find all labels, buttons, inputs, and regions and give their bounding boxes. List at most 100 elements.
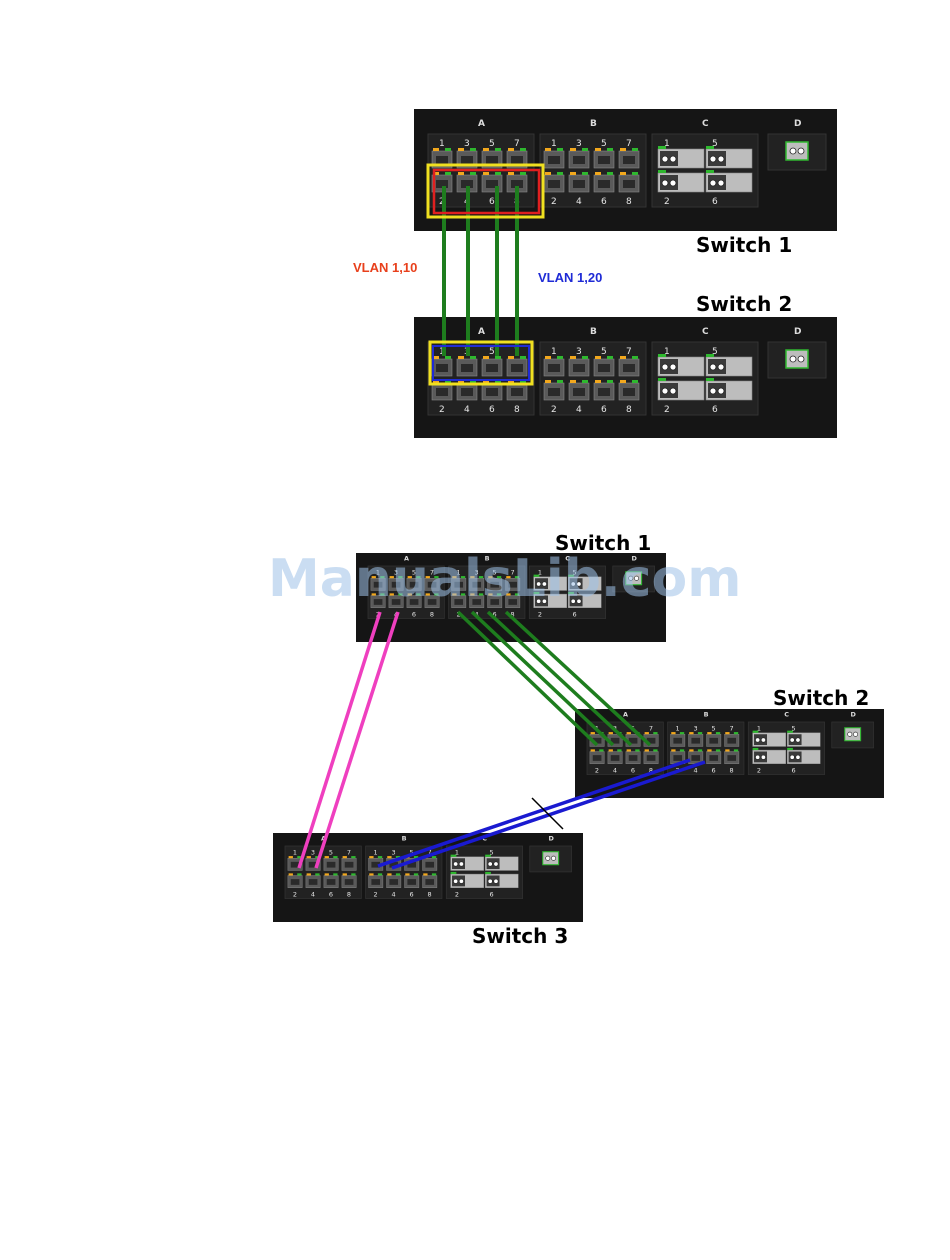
port-socket (573, 364, 585, 372)
fiber-core (797, 355, 805, 363)
sfp-port (705, 354, 753, 377)
fiber-core (453, 878, 459, 884)
sfp-port (705, 146, 753, 169)
led-orange (506, 576, 511, 579)
port-number: 6 (712, 197, 718, 207)
sfp-cage (788, 751, 802, 763)
port-number: 1 (439, 139, 445, 149)
port-number: 3 (576, 139, 582, 149)
led-orange (570, 356, 576, 359)
rj45-port (643, 749, 659, 764)
green-cable (504, 610, 652, 747)
fiber-core (755, 737, 761, 743)
led-orange (725, 732, 730, 735)
rj45-port (469, 576, 485, 591)
port-number: 4 (576, 197, 582, 207)
module-body (448, 565, 526, 619)
module-body (528, 565, 606, 619)
rj45-port (370, 576, 386, 591)
module-body (831, 721, 874, 749)
port-number: 7 (626, 139, 632, 149)
port-number: 6 (791, 766, 795, 774)
led-orange (483, 172, 489, 175)
port-socket (623, 364, 635, 372)
switch-2-label: Switch 2 (773, 686, 869, 710)
port-number: 3 (311, 849, 315, 857)
port-socket (511, 156, 523, 164)
rj45-port (618, 172, 640, 193)
led-orange (470, 576, 475, 579)
port-socket (508, 581, 518, 588)
led-green (297, 856, 302, 859)
port-number: 6 (712, 766, 716, 774)
port-socket (344, 879, 354, 885)
port-number: 6 (493, 610, 497, 618)
module-body (445, 845, 523, 899)
port-number: 3 (394, 569, 398, 577)
port-number: 8 (730, 766, 734, 774)
port-socket (623, 156, 635, 164)
sfp-body (844, 727, 862, 742)
fiber-core (760, 754, 766, 760)
switch-2-label: Switch 2 (696, 292, 792, 316)
port-number: 5 (489, 849, 493, 857)
fiber-core (453, 861, 459, 867)
port-socket (391, 599, 401, 605)
port-group-highlight-yellow (426, 163, 545, 219)
fiber-core (661, 179, 669, 187)
sfp-body (785, 141, 809, 161)
port-socket (610, 755, 620, 761)
led-green (617, 749, 622, 752)
port-socket (371, 879, 381, 885)
fiber-core (717, 179, 725, 187)
sfp-cage (452, 875, 465, 887)
led-green (706, 354, 714, 357)
rj45-port (618, 380, 640, 401)
port-socket (508, 599, 518, 605)
fiber-core (795, 737, 801, 743)
port-socket (691, 755, 701, 761)
port-socket (727, 755, 737, 761)
led-green (733, 732, 739, 735)
port-number: 6 (572, 610, 576, 618)
led-orange (570, 148, 576, 151)
port-number: 3 (392, 849, 396, 857)
fiber-core (760, 737, 766, 743)
led-green (431, 873, 437, 876)
diagram1-switch-1: A12345678B12345678C1256D (414, 109, 837, 231)
led-green (787, 747, 793, 751)
fiber-core (789, 754, 795, 760)
sfp-port (752, 747, 786, 764)
port-socket (598, 364, 610, 372)
led-orange (570, 172, 576, 175)
led-orange (620, 380, 626, 383)
led-green (679, 749, 685, 752)
port-socket (490, 581, 500, 588)
port-number: 2 (538, 610, 542, 618)
port-socket (486, 364, 498, 372)
port-number: 1 (551, 347, 557, 357)
fiber-core (487, 878, 493, 884)
led-green (380, 593, 385, 596)
rj45-port (404, 873, 420, 888)
rj45-port (341, 856, 357, 871)
port-number: 6 (489, 890, 493, 898)
led-green (679, 732, 685, 735)
led-green (460, 593, 466, 596)
led-orange (707, 732, 712, 735)
rj45-port (469, 593, 485, 608)
led-green (632, 356, 638, 359)
port-socket (646, 737, 656, 744)
diagram2-switch-3: A12345678B12345678C1256D (273, 833, 583, 922)
rj45-port (625, 749, 641, 764)
led-green (351, 873, 356, 876)
sfp-port (533, 591, 567, 608)
module-d: D (529, 834, 572, 873)
led-orange (433, 356, 439, 359)
port-socket (592, 737, 602, 744)
led-green (706, 146, 714, 149)
port-number: 6 (601, 197, 607, 207)
port-socket (628, 737, 638, 744)
port-socket (371, 861, 381, 868)
